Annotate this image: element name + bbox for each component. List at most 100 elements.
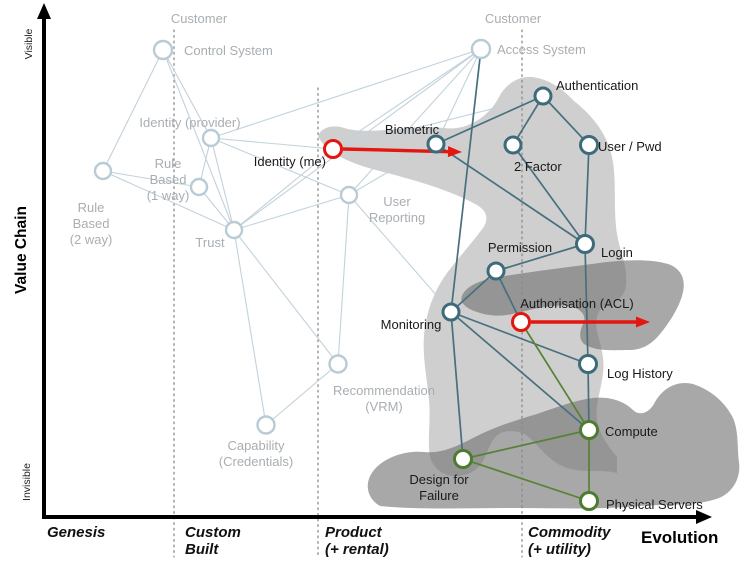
- edge-trust--user-reporting: [233, 194, 350, 231]
- node-user-pwd: [579, 135, 599, 155]
- stage-label-1-line1: Built: [185, 541, 219, 558]
- node-physical-servers: [579, 491, 599, 511]
- edge-control-system--trust: [162, 49, 235, 231]
- edge-control-system--identity-provider: [162, 49, 212, 139]
- y-axis-invisible-label: Invisible: [21, 463, 33, 501]
- node-monitoring: [441, 302, 461, 322]
- edge-identity-provider--identity-me: [210, 137, 334, 150]
- node-authorisation: [511, 312, 531, 332]
- edge-login--log-history: [584, 243, 589, 365]
- label-monitoring: Monitoring: [381, 317, 442, 332]
- stage-label-3-line0: Commodity: [528, 524, 611, 541]
- label-login: Login: [601, 245, 633, 260]
- authorisation-move-arrowhead: [636, 316, 650, 328]
- edge-access-system--trust: [233, 48, 482, 231]
- label-user-reporting-line1: Reporting: [369, 210, 425, 225]
- edge-design-for-failure--compute: [462, 429, 590, 460]
- node-capability: [256, 415, 276, 435]
- edge-biometric--authentication: [435, 95, 544, 145]
- label-control-system: Control System: [184, 43, 273, 58]
- label-design-for-failure-line0: Design for: [409, 472, 469, 487]
- edge-access-system--user-reporting: [348, 48, 482, 196]
- x-axis-title: Evolution: [641, 528, 718, 547]
- label-authorisation: Authorisation (ACL): [520, 296, 633, 311]
- label-rule-based-2way-line2: (2 way): [70, 232, 113, 247]
- edge-capability--recommendation: [265, 363, 339, 426]
- stage-label-2-line0: Product: [325, 524, 383, 541]
- label-rule-based-1way-line2: (1 way): [147, 188, 190, 203]
- stage-label-2-line1: (+ rental): [325, 541, 389, 558]
- label-rule-based-2way-line1: Based: [73, 216, 110, 231]
- node-login: [575, 234, 595, 254]
- edge-rule-based-2way--trust: [102, 170, 235, 231]
- edge-identity-me--authentication: [332, 95, 544, 150]
- node-trust: [224, 220, 244, 240]
- customer-right-label: Customer: [485, 11, 542, 26]
- edge-monitoring--design-for-failure: [450, 311, 464, 460]
- label-capability-line1: (Credentials): [219, 454, 293, 469]
- edge-monitoring--compute: [450, 311, 590, 431]
- stage-label-1-line0: Custom: [185, 524, 241, 541]
- label-capability-line0: Capability: [227, 438, 285, 453]
- edge-recommendation--user-reporting: [337, 194, 350, 365]
- label-rule-based-1way-line0: Rule: [155, 156, 182, 171]
- label-rule-based-1way-line1: Based: [150, 172, 187, 187]
- label-authentication: Authentication: [556, 78, 638, 93]
- node-rule-based-1way: [189, 177, 209, 197]
- y-axis-arrowhead: [37, 3, 51, 19]
- edge-trust--recommendation: [233, 229, 339, 365]
- node-log-history: [578, 354, 598, 374]
- edge-rule-based-1way--trust: [198, 186, 235, 231]
- edge-login--permission: [495, 243, 586, 272]
- edge-identity-provider--user-reporting: [210, 137, 350, 196]
- label-identity-me: Identity (me): [254, 154, 326, 169]
- node-recommendation: [328, 354, 348, 374]
- edge-rule-based-2way--rule-based-1way: [102, 170, 200, 188]
- authorisation-area-blob: [461, 260, 684, 351]
- node-user-reporting: [339, 185, 359, 205]
- label-physical-servers: Physical Servers: [606, 497, 703, 512]
- label-permission: Permission: [488, 240, 552, 255]
- customer-left-label: Customer: [171, 11, 228, 26]
- edge-access-system--monitoring: [450, 48, 482, 313]
- edge-log-history--compute: [587, 363, 590, 431]
- label-access-system: Access System: [497, 42, 586, 57]
- stage-label-3-line1: (+ utility): [528, 541, 591, 558]
- monolith-blob: [318, 76, 627, 477]
- label-compute: Compute: [605, 424, 658, 439]
- node-permission: [486, 261, 506, 281]
- node-2-factor: [503, 135, 523, 155]
- label-design-for-failure-line1: Failure: [419, 488, 459, 503]
- x-axis-arrowhead: [696, 510, 712, 524]
- node-access-system: [470, 38, 492, 60]
- edge-authorisation--compute: [520, 321, 590, 431]
- edge-access-system--biometric: [435, 48, 482, 145]
- edge-authentication--2-factor: [512, 95, 544, 146]
- node-rule-based-2way: [93, 161, 113, 181]
- y-axis-visible-label: Visible: [23, 28, 35, 59]
- stage-label-0-line0: Genesis: [47, 524, 105, 541]
- label-identity-provider: Identity (provider): [139, 115, 240, 130]
- edge-biometric--login: [435, 143, 586, 245]
- commodity-area-blob: [367, 382, 740, 509]
- edge-identity-provider--access-system: [210, 48, 482, 139]
- node-identity-provider: [201, 128, 221, 148]
- edge-trust--capability: [233, 229, 267, 426]
- identity-me-move-arrowhead: [447, 146, 462, 158]
- edge-monitoring--log-history: [450, 311, 589, 365]
- layer-axes: Value ChainVisibleInvisibleEvolutionGene…: [13, 3, 718, 558]
- label-2-factor: 2 Factor: [514, 159, 562, 174]
- node-authentication: [533, 86, 553, 106]
- edge-2-factor--login: [512, 144, 586, 245]
- node-control-system: [152, 39, 174, 61]
- edge-access-system--identity-me: [332, 48, 482, 150]
- label-recommendation-line0: Recommendation: [333, 383, 435, 398]
- edge-identity-provider--trust: [210, 137, 235, 231]
- layer-nodes: [93, 38, 599, 511]
- edge-control-system--rule-based-2way: [102, 49, 164, 172]
- edge-user-reporting--monitoring: [348, 194, 452, 313]
- label-user-reporting-line0: User: [383, 194, 411, 209]
- node-biometric: [426, 134, 446, 154]
